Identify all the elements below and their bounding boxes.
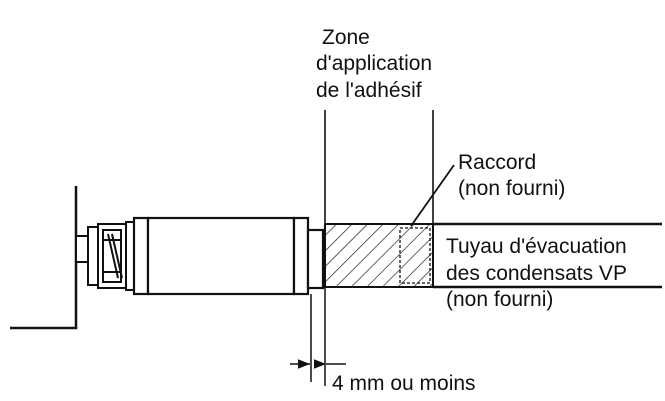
adhesive-zone-extension-lines (324, 110, 434, 224)
zone-label-line3: de l'adhésif (316, 79, 422, 102)
condensate-drain-pipe (433, 222, 662, 289)
zone-label: Zone d'application de l'adhésif (316, 26, 432, 102)
zone-label-line1: Zone (322, 26, 370, 49)
drain-socket-fitting (75, 221, 135, 291)
raccord-leader-line (410, 164, 455, 227)
unit-panel-wall (10, 186, 78, 330)
tuyau-label-line3: (non fourni) (446, 288, 553, 311)
tuyau-label: Tuyau d'évacuation des condensats VP (no… (446, 235, 627, 311)
raccord-label-line1: Raccord (458, 151, 536, 174)
raccord-label-line2: (non fourni) (458, 177, 565, 200)
dimension-label: 4 mm ou moins (332, 372, 476, 395)
drain-hose-body (132, 216, 325, 296)
tuyau-label-line1: Tuyau d'évacuation (446, 235, 627, 258)
raccord-label: Raccord (non fourni) (458, 151, 565, 200)
zone-label-line2: d'application (316, 52, 432, 75)
adhesive-zone-hatching (324, 223, 434, 288)
tuyau-label-line2: des condensats VP (446, 262, 627, 285)
dimension-4mm (290, 287, 346, 386)
